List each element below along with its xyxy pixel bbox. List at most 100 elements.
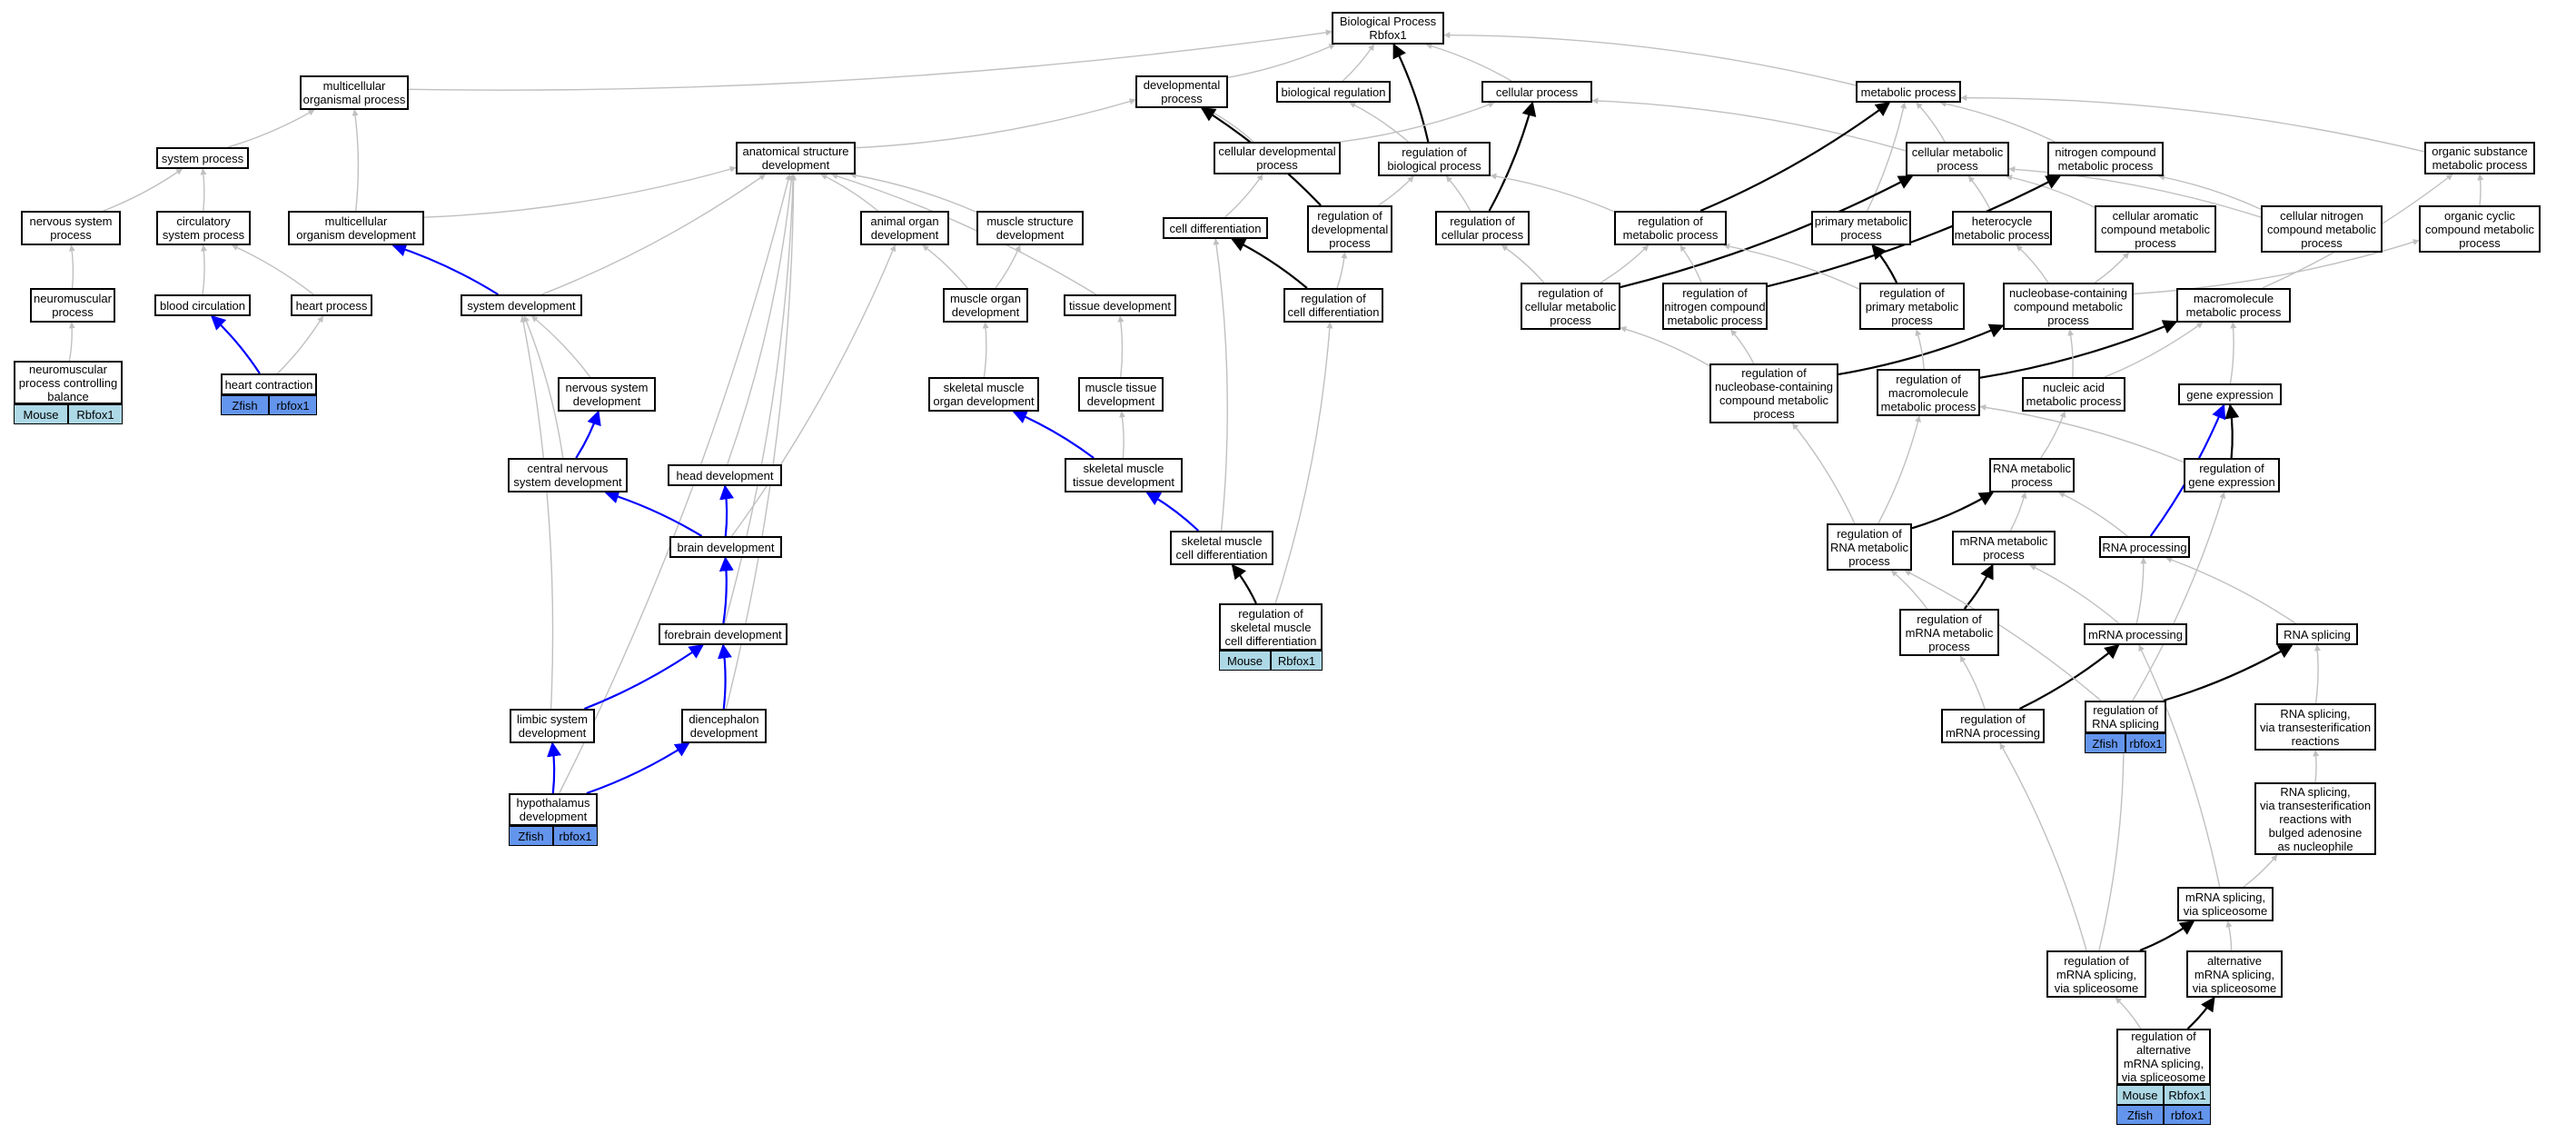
- edge-rcd-to-rdp: [1336, 252, 1348, 289]
- edge-nacmp-to-mmp: [2104, 322, 2204, 378]
- annotation-tags-neuromuscular-process-controlling-balance: Mouse Rbfox1: [14, 404, 123, 424]
- node-biological-regulation: biological regulation: [1276, 81, 1391, 103]
- tag-zfish-gene: rbfox1: [2125, 733, 2166, 753]
- node-regulation-of-developmental-process: regulation of developmental process: [1307, 205, 1392, 253]
- tag-mouse: Mouse: [2116, 1085, 2164, 1105]
- node-rna-splicing: RNA splicing: [2276, 623, 2358, 645]
- tag-zfish: Zfish: [2116, 1105, 2164, 1125]
- node-regulation-of-skeletal-muscle-cell-differentiation: regulation of skeletal muscle cell diffe…: [1219, 603, 1323, 651]
- annotation-tags-regulation-of-rna-splicing: Zfish rbfox1: [2085, 733, 2166, 753]
- node-mrna-splicing-via-spliceosome: mRNA splicing, via spliceosome: [2177, 887, 2274, 921]
- edge-rmrnamp-to-mrnamp: [1963, 563, 1994, 610]
- node-regulation-of-mrna-splicing-via-spliceosome: regulation of mRNA splicing, via spliceo…: [2046, 950, 2146, 998]
- edge-rrnamp-to-rnamp: [1911, 492, 1995, 530]
- edge-mrnas-to-rnastrb: [2243, 854, 2278, 888]
- edge-nacmp-to-nbcmp: [2067, 329, 2075, 378]
- edge-fbd-to-brd: [718, 556, 734, 624]
- edge-mod2-to-aod: [922, 244, 968, 289]
- edge-td-to-asd: [831, 173, 1096, 295]
- node-regulation-of-cellular-process: regulation of cellular process: [1435, 211, 1530, 245]
- edge-dp-to-bp: [1227, 44, 1336, 78]
- node-rna-splicing-bulged-adenosine-nucleophile: RNA splicing, via transesterification re…: [2254, 782, 2376, 855]
- node-regulation-of-cell-differentiation: regulation of cell differentiation: [1283, 288, 1383, 323]
- edge-nbcmp-to-hmp: [2016, 244, 2049, 284]
- node-cellular-developmental-process: cellular developmental process: [1214, 142, 1341, 174]
- edge-mrnamp-to-rnamp: [2009, 492, 2027, 532]
- edge-hyd-to-dd: [586, 742, 690, 795]
- edge-rmrnas-to-rmrnaproc: [1999, 742, 2087, 951]
- edge-cdp-to-cp: [1340, 102, 1495, 143]
- tag-mouse: Mouse: [14, 404, 68, 424]
- node-system-development: system development: [461, 294, 582, 316]
- edge-nmp-to-nsp: [68, 244, 75, 289]
- node-nervous-system-process: nervous system process: [21, 211, 121, 245]
- node-regulation-of-mrna-metabolic-process: regulation of mRNA metabolic process: [1899, 609, 1999, 656]
- node-muscle-structure-development: muscle structure development: [976, 211, 1084, 245]
- node-brain-development: brain development: [669, 536, 782, 558]
- node-alternative-mrna-splicing-via-spliceosome: alternative mRNA splicing, via spliceoso…: [2186, 950, 2283, 998]
- node-diencephalon-development: diencephalon development: [681, 709, 767, 743]
- node-regulation-of-rna-metabolic-process: regulation of RNA metabolic process: [1827, 523, 1912, 571]
- node-anatomical-structure-development: anatomical structure development: [736, 142, 856, 174]
- edge-hd-to-asd: [727, 174, 795, 465]
- edge-rmrnamp-to-rrnamp: [1890, 570, 1928, 610]
- tag-mouse-gene: Rbfox1: [2164, 1085, 2211, 1105]
- annotation-tags-regulation-of-alternative-mrna-splicing: Mouse Rbfox1: [2116, 1085, 2211, 1105]
- edge-mod-to-mop: [352, 109, 360, 212]
- edge-rmmp-to-rpmp: [1915, 329, 1925, 370]
- tag-zfish-gene: rbfox1: [2164, 1105, 2211, 1125]
- edge-lsd-to-fbd: [583, 644, 705, 711]
- edge-hc-to-hp: [277, 315, 324, 374]
- node-cellular-nitrogen-compound-metabolic-process: cellular nitrogen compound metabolic pro…: [2261, 205, 2383, 253]
- node-head-development: head development: [668, 464, 782, 486]
- edge-rrnas-to-rnas: [2163, 644, 2294, 702]
- node-multicellular-organismal-process: multicellular organismal process: [300, 75, 409, 110]
- node-tissue-development: tissue development: [1064, 294, 1176, 316]
- edge-occmp-to-osmp: [2477, 174, 2484, 206]
- node-regulation-of-gene-expression: regulation of gene expression: [2184, 458, 2280, 492]
- edge-mod2-to-msd: [995, 244, 1021, 289]
- edge-rbp-to-breg: [1349, 102, 1409, 143]
- edge-brd-to-aod: [731, 244, 897, 537]
- edge-osmp-to-metp: [1960, 94, 2425, 153]
- tag-zfish: Zfish: [221, 395, 269, 415]
- edge-mrnap-to-rnap: [2135, 557, 2147, 624]
- edge-rrnamp-to-rnbc: [1791, 423, 1856, 524]
- edge-smtd-to-mtd: [1119, 411, 1126, 459]
- edge-rdp-to-rbp: [1378, 175, 1414, 206]
- edge-hc-to-bc: [210, 314, 261, 374]
- edge-rsmcd-to-smcd: [1231, 563, 1257, 604]
- node-primary-metabolic-process: primary metabolic process: [1811, 211, 1911, 245]
- node-multicellular-organism-development: multicellular organism development: [288, 211, 424, 245]
- node-macromolecule-metabolic-process: macromolecule metabolic process: [2176, 288, 2291, 323]
- edge-metp-to-bp: [1443, 32, 1857, 86]
- edge-rmrnas-to-mrnas: [2139, 920, 2195, 952]
- edge-dd-to-fbd: [718, 643, 732, 710]
- node-regulation-of-rna-splicing: regulation of RNA splicing: [2085, 701, 2166, 733]
- edge-rsmcd-to-rcd: [1274, 322, 1333, 604]
- edge-rcmp-to-cmp: [1620, 175, 1914, 289]
- node-nervous-system-development: nervous system development: [558, 377, 656, 412]
- edge-rncmp-to-ncmp: [1767, 175, 2062, 288]
- node-regulation-of-macromolecule-metabolic-process: regulation of macromolecule metabolic pr…: [1877, 369, 1980, 416]
- node-regulation-of-biological-process: regulation of biological process: [1378, 142, 1491, 176]
- edge-nsp-to-sysp: [103, 168, 183, 212]
- edge-rmrnaproc-to-rmrnamp: [1959, 655, 1986, 710]
- edge-fbd-to-asd: [724, 174, 797, 624]
- edge-rcmp-to-rmp: [1600, 244, 1650, 284]
- edge-rnastrb-to-rnastr: [2313, 750, 2320, 783]
- tag-mouse: Mouse: [1219, 651, 1271, 671]
- node-cellular-metabolic-process: cellular metabolic process: [1906, 142, 2009, 176]
- edge-mop-to-bp: [408, 29, 1333, 91]
- node-animal-organ-development: animal organ development: [860, 211, 949, 245]
- edge-rrnas-to-rge: [2132, 492, 2226, 701]
- node-biological-process: Biological Process Rbfox1: [1332, 12, 1444, 45]
- edge-npcb-to-nmp: [68, 322, 75, 362]
- edge-hyd-to-lsd: [547, 741, 561, 794]
- edge-rcp-to-cp: [1488, 101, 1537, 212]
- node-rna-metabolic-process: RNA metabolic process: [1989, 458, 2075, 492]
- edge-rnap-to-rnamp: [2058, 492, 2128, 537]
- node-heart-contraction: heart contraction: [221, 373, 317, 395]
